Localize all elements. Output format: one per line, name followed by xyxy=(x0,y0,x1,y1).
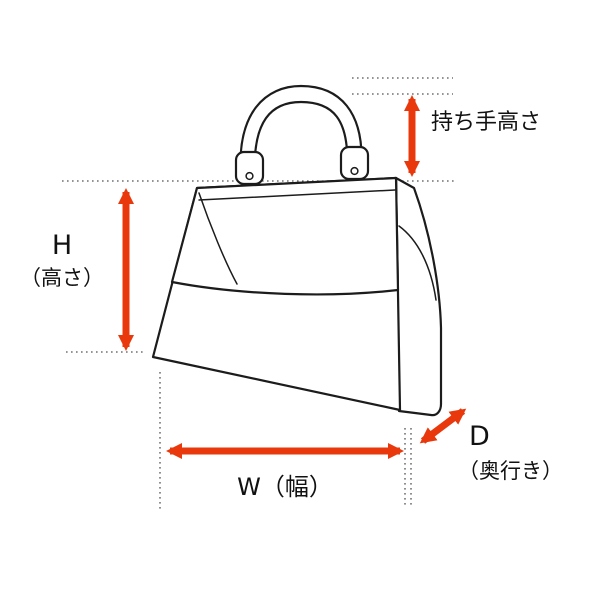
height-caption-label: （高さ） xyxy=(20,266,104,290)
depth-letter-label: D xyxy=(469,421,490,452)
depth-caption-label: （奥行き） xyxy=(458,459,563,483)
bag-illustration xyxy=(151,84,443,417)
bag-rivet-right xyxy=(350,166,359,176)
bag-flap xyxy=(170,176,400,296)
bag-side-gusset xyxy=(394,176,443,417)
bag-rivet-left xyxy=(245,171,254,181)
bag-frame-line xyxy=(198,189,396,201)
bag-handle-tab-right xyxy=(339,145,370,181)
bag-handle-tab-left xyxy=(234,150,265,186)
bag-flap-crease xyxy=(198,192,238,285)
bag-gusset-fold xyxy=(398,225,437,301)
depth-arrow xyxy=(419,408,467,444)
width-label: W（幅） xyxy=(237,473,333,501)
dimension-arrows xyxy=(117,94,467,460)
height-letter-label: H xyxy=(51,230,73,261)
handle-height-label: 持ち手高さ xyxy=(431,110,542,135)
